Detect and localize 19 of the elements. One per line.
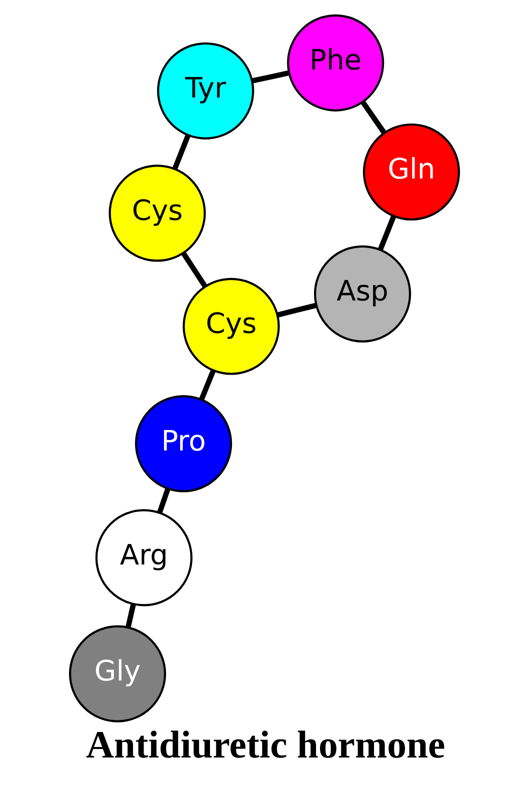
connector [157, 488, 170, 514]
connector [277, 302, 317, 318]
connector [360, 100, 386, 134]
caption: Antidiuretic hormone [86, 724, 446, 767]
connector [378, 216, 396, 250]
node-circle: Gly [68, 625, 166, 722]
connector [172, 134, 190, 170]
node-circle: Gln [362, 123, 460, 221]
node-circle: Phe [287, 14, 384, 112]
connector [181, 252, 208, 288]
connector [252, 70, 289, 84]
connector [199, 370, 216, 400]
node-circle: Tyr [157, 42, 254, 140]
connector [126, 604, 136, 628]
node-circle: Arg [95, 509, 192, 606]
node-circle: Cys [182, 278, 280, 375]
node-circle: Cys [108, 164, 206, 262]
node-circle: Asp [314, 245, 412, 342]
node-circle: Pro [134, 395, 232, 492]
